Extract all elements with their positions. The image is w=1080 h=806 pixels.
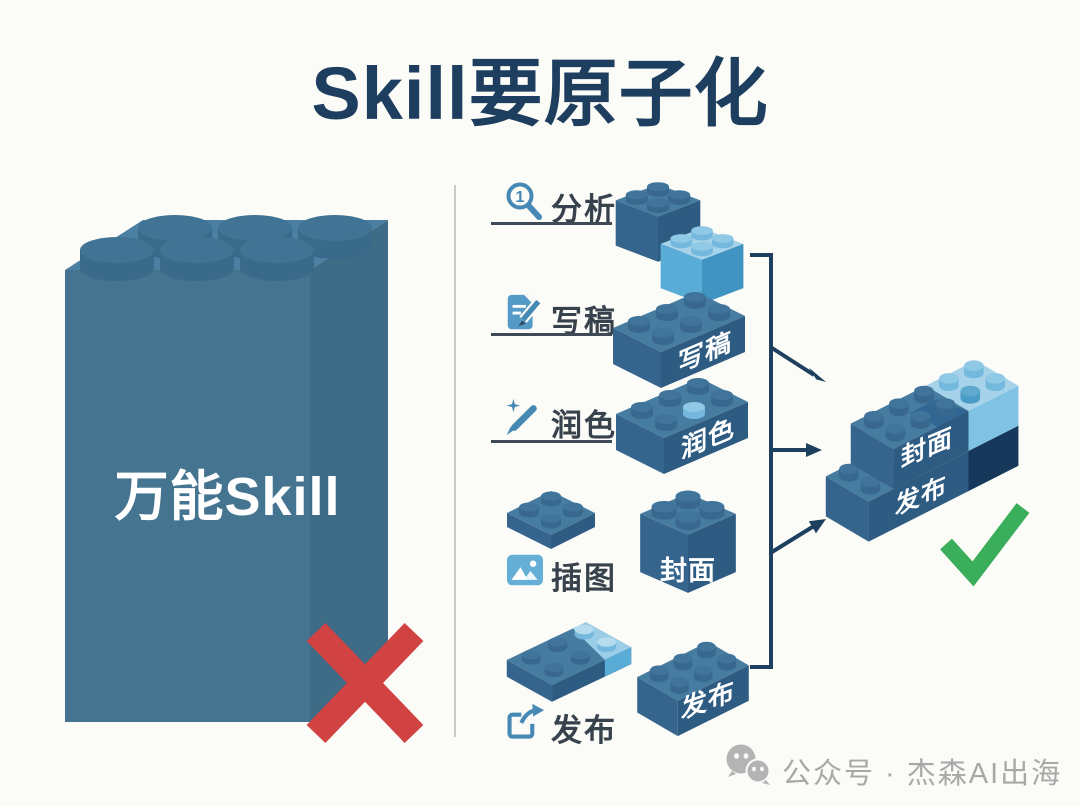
result-brick-assembly <box>825 360 1019 542</box>
step-label-polish: 润色 <box>551 408 617 443</box>
page-title: Skill要原子化 <box>311 52 769 135</box>
illustration-plate-brick <box>507 491 595 549</box>
step-underline <box>491 333 612 336</box>
watermark-text: 公众号 · 杰森AI出海 <box>782 758 1063 790</box>
monolith-block <box>65 215 388 722</box>
wechat-icon <box>726 744 771 785</box>
step-label-publish: 发布 <box>551 713 617 748</box>
svg-text:1: 1 <box>516 189 525 206</box>
step-underline <box>491 222 612 225</box>
draft-doc-pencil-icon <box>507 294 542 330</box>
share-icon <box>507 703 545 739</box>
cover-brick-label: 封面 <box>660 556 716 586</box>
green-check-icon <box>940 503 1030 587</box>
step-underline <box>491 440 612 443</box>
light-blue-brick <box>660 226 744 304</box>
step-label-illustration: 插图 <box>551 561 617 596</box>
flow-bracket <box>750 253 826 669</box>
divider <box>454 185 456 737</box>
polish-brick <box>616 378 748 474</box>
polish-pencil-sparkle-icon <box>506 398 537 436</box>
publish-plate-brick <box>506 622 632 702</box>
magnifier-1-icon: 1 <box>506 182 542 220</box>
image-icon <box>507 554 543 586</box>
draft-brick <box>613 292 745 388</box>
red-x-icon <box>306 622 424 744</box>
publish-brick <box>637 641 749 737</box>
cover-brick <box>640 490 736 593</box>
step-label-analyze: 分析 <box>551 192 617 227</box>
monolith-label: 万能Skill <box>114 467 341 527</box>
